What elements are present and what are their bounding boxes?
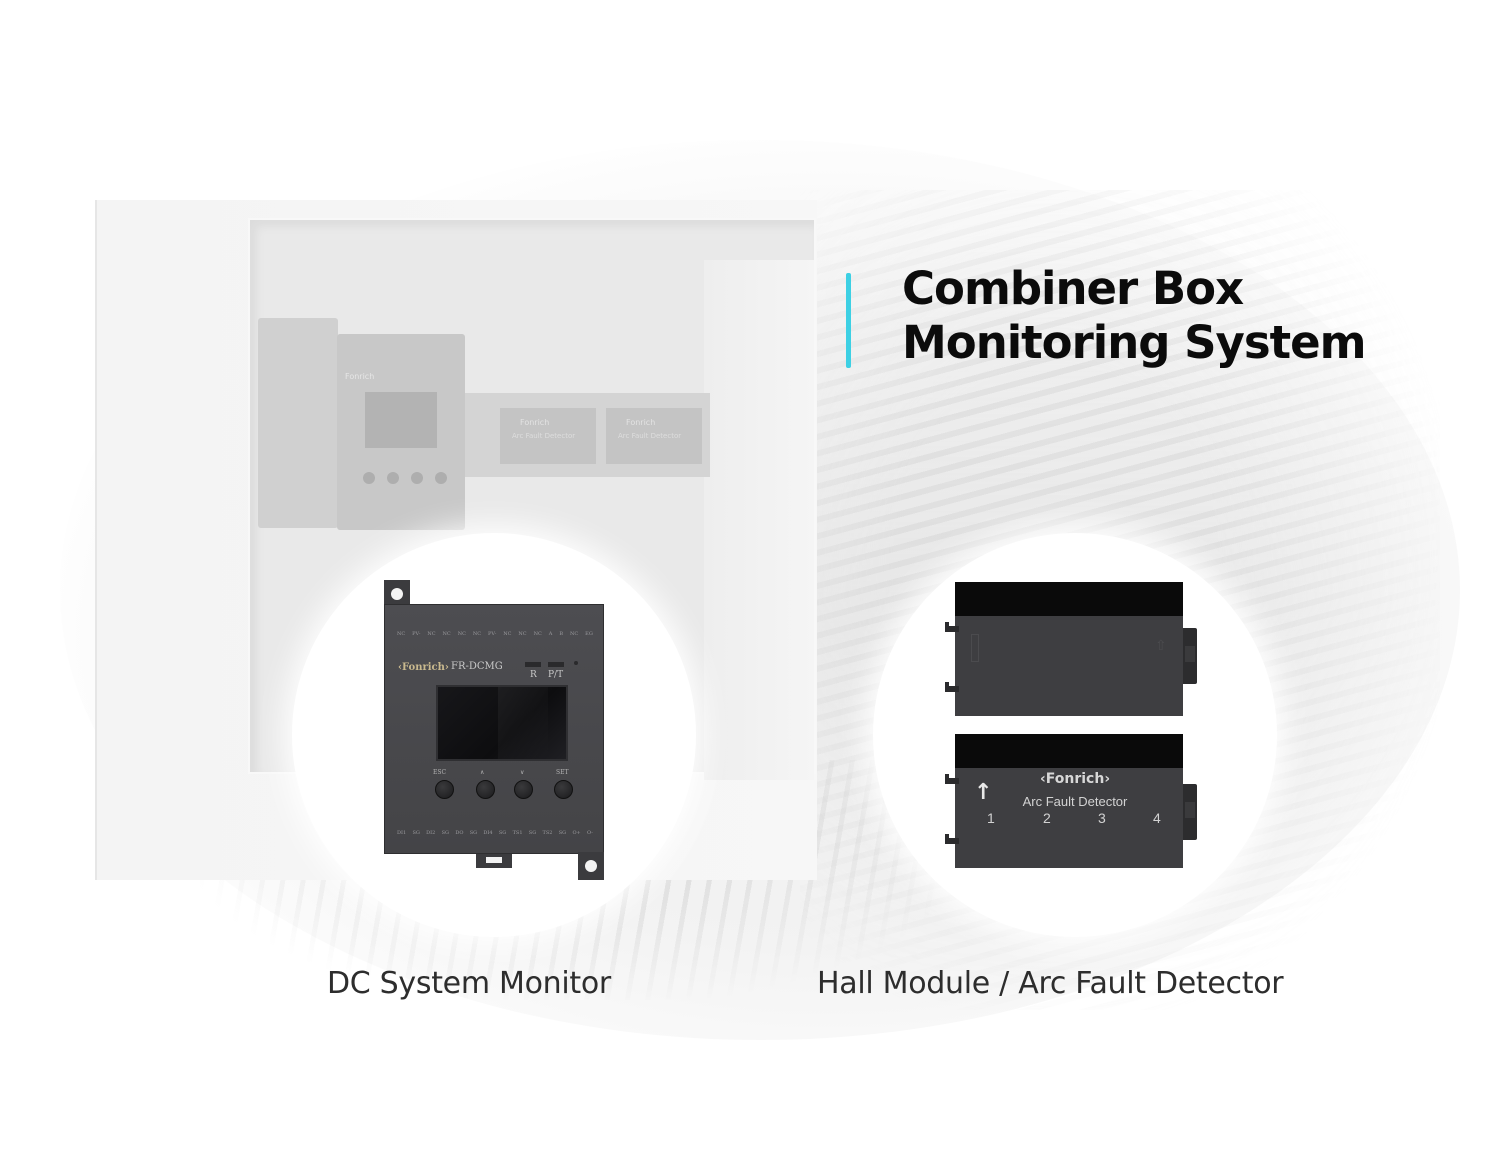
page-title: Combiner Box Monitoring System	[902, 262, 1367, 370]
channel-number: 3	[1098, 810, 1106, 826]
direction-arrow-icon: ↑	[974, 780, 993, 805]
faded-monitor-button	[387, 472, 399, 484]
module-top-cover	[955, 582, 1183, 616]
title-accent-bar	[846, 273, 851, 368]
channel-number: 2	[1043, 810, 1051, 826]
mounting-pin	[945, 682, 959, 692]
mounting-pin	[945, 774, 959, 784]
module-connector	[1183, 784, 1197, 840]
terminal-label: SG	[441, 830, 450, 836]
up-button	[476, 780, 495, 799]
mounting-tab	[578, 852, 604, 880]
terminal-label: NC	[570, 631, 579, 637]
detector-caption: Hall Module / Arc Fault Detector	[817, 966, 1284, 1001]
button-label: ∨	[520, 769, 525, 776]
led-label: P/T	[548, 670, 564, 680]
faded-module-name: Arc Fault Detector	[512, 432, 576, 440]
terminal-label: O-	[587, 830, 593, 836]
button-label: ESC	[433, 769, 447, 776]
status-led	[548, 662, 564, 667]
terminal-label: O+	[572, 830, 581, 836]
detector-brand-logo: ‹Fonrich›	[1040, 771, 1111, 787]
button-label: ∧	[480, 769, 485, 776]
terminal-label: NC	[472, 631, 482, 637]
terminal-label: NC	[457, 631, 466, 637]
monitor-model-number: FR-DCMG	[451, 661, 503, 672]
detector-name-label: Arc Fault Detector	[1022, 794, 1128, 809]
cabinet-door-edge	[704, 260, 814, 780]
terminal-label: A	[548, 631, 553, 637]
faded-monitor-screen	[365, 392, 437, 448]
led-label: R	[530, 670, 537, 680]
faded-monitor-button	[411, 472, 423, 484]
terminal-label: B	[559, 631, 564, 637]
indicator-dot	[574, 661, 578, 665]
faded-dc-monitor: Fonrich	[337, 334, 465, 530]
faded-mount-bracket	[258, 318, 338, 528]
terminal-label: TS1	[512, 830, 523, 836]
terminal-label: DI1	[397, 830, 407, 836]
terminal-label: NC	[503, 631, 512, 637]
terminal-label: SG	[469, 830, 478, 836]
embossed-arrow-icon: ⇧	[1155, 638, 1167, 654]
title-line-2: Monitoring System	[902, 316, 1367, 369]
faded-monitor-button	[363, 472, 375, 484]
faded-monitor-logo: Fonrich	[345, 372, 375, 381]
terminal-label: EG	[585, 631, 593, 637]
esc-button	[435, 780, 454, 799]
status-led	[525, 662, 541, 667]
hall-module-device: ⇧	[945, 582, 1205, 720]
monitor-housing: NC PV- NC NC NC NC PV- NC NC NC A B NC E…	[384, 604, 604, 854]
faded-arc-detector: Fonrich Arc Fault Detector	[500, 408, 596, 464]
faded-arc-detector: Fonrich Arc Fault Detector	[606, 408, 702, 464]
arc-fault-detector-device: ‹Fonrich› ↑ Arc Fault Detector 1 2 3 4	[945, 734, 1205, 872]
mounting-pin	[945, 834, 959, 844]
dc-monitor-caption: DC System Monitor	[327, 966, 611, 1001]
terminal-label: SG	[528, 830, 537, 836]
terminal-label: SG	[558, 830, 567, 836]
terminal-label: NC	[533, 631, 542, 637]
terminal-label: TS2	[542, 830, 553, 836]
terminal-label: NC	[518, 631, 527, 637]
button-label: SET	[556, 769, 569, 776]
module-connector	[1183, 628, 1197, 684]
bottom-terminal-labels: DI1 SG DI2 SG DO SG DI4 SG TS1 SG TS2 SG…	[397, 830, 593, 836]
faded-module-logo: Fonrich	[520, 418, 550, 427]
faded-monitor-button	[435, 472, 447, 484]
terminal-label: NC	[427, 631, 436, 637]
terminal-label: NC	[442, 631, 451, 637]
title-line-1: Combiner Box	[902, 262, 1244, 315]
terminal-label: DI4	[483, 830, 493, 836]
terminal-label: NC	[397, 631, 406, 637]
mounting-pin	[945, 622, 959, 632]
faded-module-name: Arc Fault Detector	[618, 432, 682, 440]
down-button	[514, 780, 533, 799]
terminal-label: SG	[412, 830, 420, 836]
terminal-label: PV-	[412, 631, 421, 637]
faded-module-logo: Fonrich	[626, 418, 656, 427]
terminal-label: DO	[455, 830, 464, 836]
channel-number: 4	[1153, 810, 1161, 826]
module-top-cover	[955, 734, 1183, 768]
embossed-slot-mark	[971, 634, 979, 662]
top-terminal-labels: NC PV- NC NC NC NC PV- NC NC NC A B NC E…	[397, 631, 593, 637]
dc-system-monitor-device: NC PV- NC NC NC NC PV- NC NC NC A B NC E…	[384, 580, 604, 880]
module-housing	[955, 768, 1183, 868]
terminal-label: SG	[498, 830, 507, 836]
din-rail-clip	[476, 854, 512, 868]
set-button	[554, 780, 573, 799]
terminal-label: DI2	[426, 830, 436, 836]
channel-number: 1	[987, 810, 995, 826]
monitor-brand-logo: ‹Fonrich›	[398, 662, 449, 673]
terminal-label: PV-	[488, 631, 497, 637]
monitor-lcd-screen	[436, 685, 568, 761]
mounting-tab	[384, 580, 410, 608]
module-housing	[955, 616, 1183, 716]
